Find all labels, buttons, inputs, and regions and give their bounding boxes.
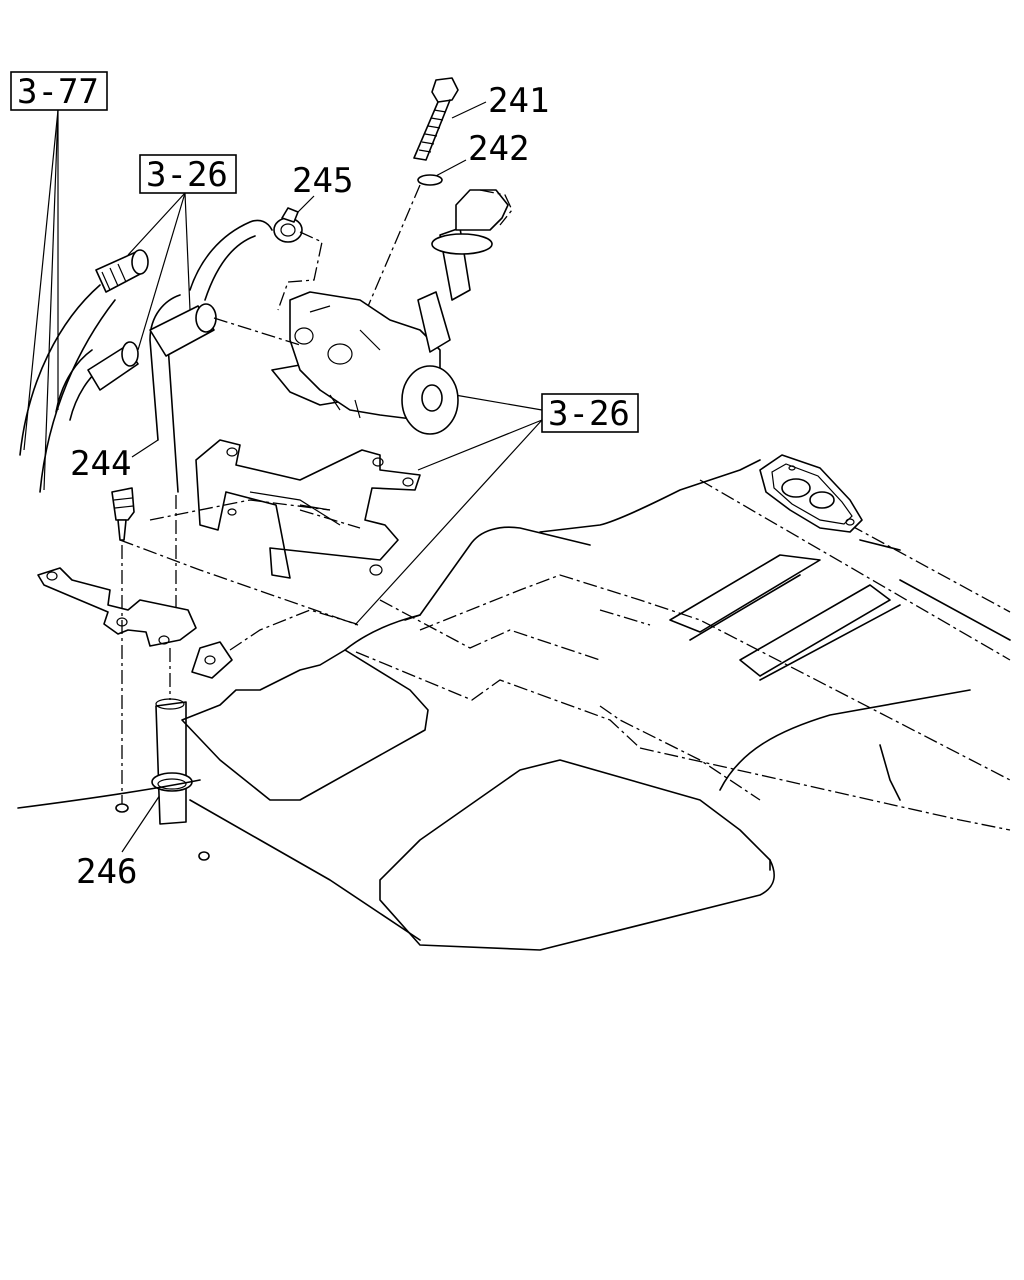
ref-label-3-26-lower: 3-26 xyxy=(548,394,630,434)
callout-245[interactable]: 245 xyxy=(292,161,353,215)
gasket-plate xyxy=(759,454,863,533)
floor-panel xyxy=(17,459,1011,951)
lower-bracket xyxy=(37,567,233,679)
part-number-242: 242 xyxy=(468,129,529,169)
ref-label-3-77: 3-77 xyxy=(17,72,99,112)
ref-box-3-26-lower[interactable]: 3-26 xyxy=(541,393,639,434)
callout-246[interactable]: 246 xyxy=(76,794,161,892)
part-number-245: 245 xyxy=(292,161,353,201)
part-number-241: 241 xyxy=(488,81,549,121)
washer-242 xyxy=(417,174,443,186)
callout-242[interactable]: 242 xyxy=(431,129,529,179)
part-number-244: 244 xyxy=(70,444,131,484)
hose-244 xyxy=(149,219,273,493)
ref-box-3-77[interactable]: 3-77 xyxy=(10,71,108,112)
clamp-245 xyxy=(273,207,303,243)
ref-label-3-26-upper: 3-26 xyxy=(146,155,228,195)
pump-assembly xyxy=(271,189,513,435)
callout-244[interactable]: 244 xyxy=(70,439,159,484)
hose-left-lower xyxy=(55,341,139,421)
bolt-241 xyxy=(413,77,459,161)
ref-box-3-26-upper[interactable]: 3-26 xyxy=(139,154,237,195)
floor-ribs xyxy=(669,554,901,681)
hose-left-upper xyxy=(19,249,149,493)
part-number-246: 246 xyxy=(76,852,137,892)
callout-241[interactable]: 241 xyxy=(451,81,549,121)
stud-fitting xyxy=(111,487,135,541)
hole xyxy=(198,851,210,861)
mounting-bracket xyxy=(195,439,421,579)
ref-leader-lines xyxy=(23,109,543,626)
